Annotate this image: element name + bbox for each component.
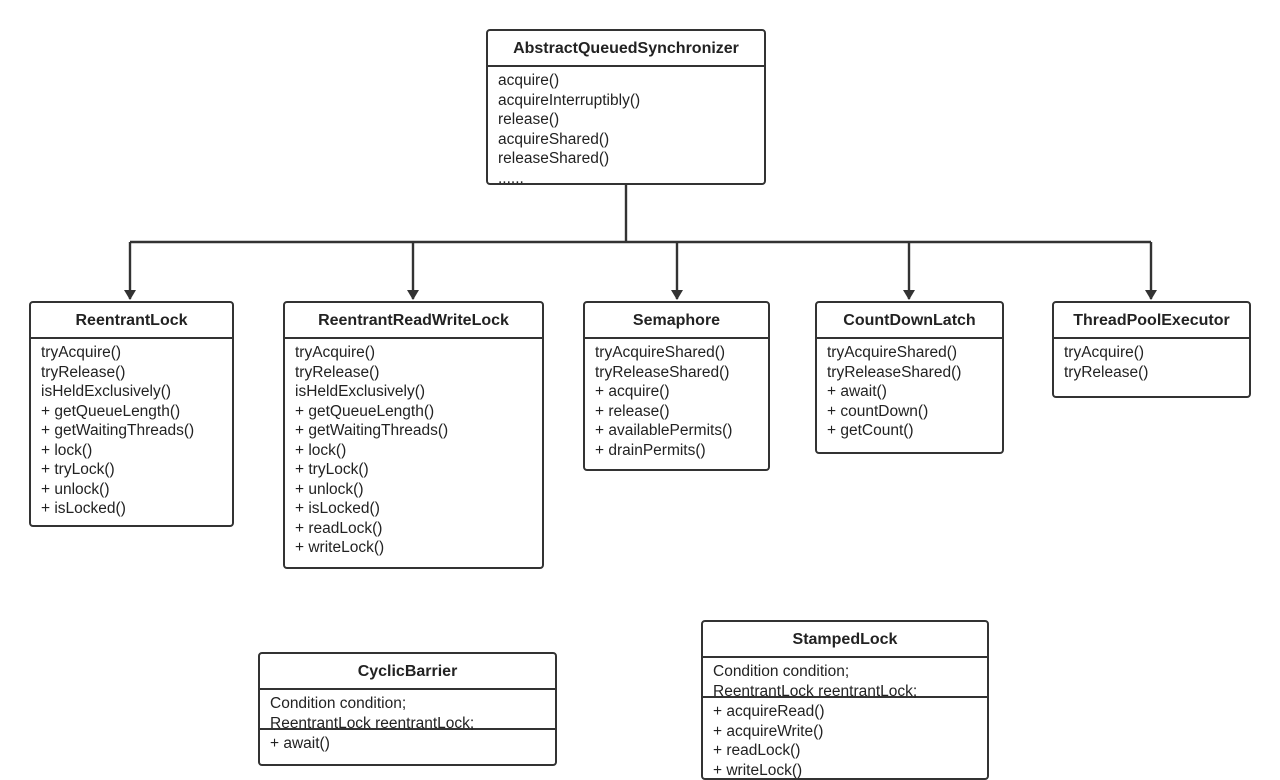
class-box-countdownlatch: CountDownLatch tryAcquireShared()tryRele…	[815, 301, 1004, 454]
method-item: tryRelease()	[41, 363, 232, 383]
fields-list: Condition condition;ReentrantLock reentr…	[703, 658, 987, 698]
class-name: CyclicBarrier	[260, 654, 555, 690]
method-item: tryAcquireShared()	[827, 343, 1002, 363]
method-item: + tryLock()	[41, 460, 232, 480]
method-item: + getWaitingThreads()	[41, 421, 232, 441]
class-box-semaphore: Semaphore tryAcquireShared()tryReleaseSh…	[583, 301, 770, 471]
method-item: + getQueueLength()	[41, 402, 232, 422]
method-item: + readLock()	[713, 741, 987, 761]
field-item: Condition condition;	[713, 662, 987, 682]
methods-list: tryAcquireShared()tryReleaseShared()+ ac…	[585, 339, 768, 460]
method-item: tryRelease()	[295, 363, 542, 383]
class-name: ReentrantLock	[31, 303, 232, 339]
method-item: isHeldExclusively()	[41, 382, 232, 402]
method-item: release()	[498, 110, 764, 130]
fields-list: Condition condition;ReentrantLock reentr…	[260, 690, 555, 730]
method-item: tryReleaseShared()	[595, 363, 768, 383]
class-box-abstractqueuedsynchronizer: AbstractQueuedSynchronizer acquire()acqu…	[486, 29, 766, 185]
method-item: tryRelease()	[1064, 363, 1249, 383]
method-item: acquireInterruptibly()	[498, 91, 764, 111]
method-item: + await()	[270, 734, 555, 754]
method-item: + await()	[827, 382, 1002, 402]
class-box-threadpoolexecutor: ThreadPoolExecutor tryAcquire()tryReleas…	[1052, 301, 1251, 398]
class-box-reentrantreadwritelock: ReentrantReadWriteLock tryAcquire()tryRe…	[283, 301, 544, 569]
method-item: ......	[498, 169, 764, 186]
class-name: StampedLock	[703, 622, 987, 658]
class-name: ReentrantReadWriteLock	[285, 303, 542, 339]
method-item: tryReleaseShared()	[827, 363, 1002, 383]
method-item: + drainPermits()	[595, 441, 768, 461]
methods-list: tryAcquire()tryRelease()	[1054, 339, 1249, 382]
method-item: + unlock()	[295, 480, 542, 500]
class-name: Semaphore	[585, 303, 768, 339]
method-item: + writeLock()	[713, 761, 987, 780]
method-item: + tryLock()	[295, 460, 542, 480]
class-box-reentrantlock: ReentrantLock tryAcquire()tryRelease()is…	[29, 301, 234, 527]
methods-list: tryAcquire()tryRelease()isHeldExclusivel…	[31, 339, 232, 519]
method-item: + countDown()	[827, 402, 1002, 422]
method-item: + acquire()	[595, 382, 768, 402]
method-item: + availablePermits()	[595, 421, 768, 441]
method-item: tryAcquire()	[295, 343, 542, 363]
method-item: + isLocked()	[295, 499, 542, 519]
method-item: tryAcquireShared()	[595, 343, 768, 363]
method-item: acquireShared()	[498, 130, 764, 150]
method-item: + unlock()	[41, 480, 232, 500]
method-item: tryAcquire()	[41, 343, 232, 363]
method-item: + getWaitingThreads()	[295, 421, 542, 441]
method-item: tryAcquire()	[1064, 343, 1249, 363]
methods-list: tryAcquire()tryRelease()isHeldExclusivel…	[285, 339, 542, 558]
field-item: Condition condition;	[270, 694, 555, 714]
method-item: + getQueueLength()	[295, 402, 542, 422]
method-item: releaseShared()	[498, 149, 764, 169]
method-item: + acquireWrite()	[713, 722, 987, 742]
class-name: CountDownLatch	[817, 303, 1002, 339]
method-item: isHeldExclusively()	[295, 382, 542, 402]
methods-list: + await()	[260, 730, 555, 754]
method-item: acquire()	[498, 71, 764, 91]
method-item: + getCount()	[827, 421, 1002, 441]
class-name: AbstractQueuedSynchronizer	[488, 31, 764, 67]
method-item: + isLocked()	[41, 499, 232, 519]
method-item: + writeLock()	[295, 538, 542, 558]
class-name: ThreadPoolExecutor	[1054, 303, 1249, 339]
method-item: + release()	[595, 402, 768, 422]
methods-list: tryAcquireShared()tryReleaseShared()+ aw…	[817, 339, 1002, 441]
method-item: + readLock()	[295, 519, 542, 539]
class-box-cyclicbarrier: CyclicBarrier Condition condition;Reentr…	[258, 652, 557, 766]
method-item: + acquireRead()	[713, 702, 987, 722]
methods-list: acquire()acquireInterruptibly()release()…	[488, 67, 764, 185]
method-item: + lock()	[41, 441, 232, 461]
class-box-stampedlock: StampedLock Condition condition;Reentran…	[701, 620, 989, 780]
method-item: + lock()	[295, 441, 542, 461]
